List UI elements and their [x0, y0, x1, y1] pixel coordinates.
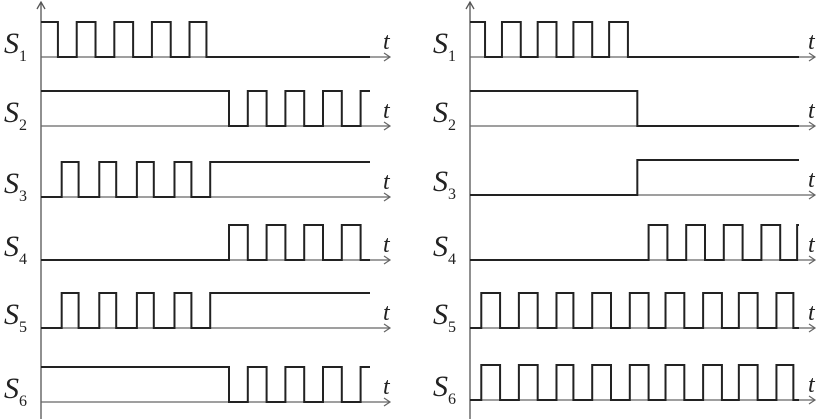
signal-subscript: 3	[448, 186, 456, 203]
signal-S4: S4 t	[4, 224, 392, 268]
signal-label: S1	[4, 27, 27, 65]
time-label: t	[383, 29, 391, 55]
waveform	[41, 224, 370, 261]
signal-subscript: 2	[448, 117, 456, 134]
axis-arrow-right-icon	[383, 121, 392, 131]
signal-S3: S3 t	[4, 161, 392, 205]
time-label: t	[383, 169, 391, 195]
signal-subscript: 5	[448, 319, 456, 336]
waveform	[470, 292, 799, 329]
signal-S2: S2 t	[4, 90, 392, 134]
signal-S5: S5 t	[433, 292, 817, 336]
time-label: t	[383, 374, 391, 400]
signal-subscript: 6	[448, 391, 456, 408]
waveform	[41, 90, 370, 127]
waveform	[41, 21, 370, 58]
time-label: t	[808, 300, 816, 326]
axis-arrow-right-icon	[383, 255, 392, 265]
signal-label: S1	[433, 27, 456, 65]
time-label: t	[808, 98, 816, 124]
time-label: t	[808, 167, 816, 193]
signal-label: S5	[433, 298, 456, 336]
waveform	[41, 366, 370, 403]
signal-S4: S4 t	[433, 224, 817, 268]
waveform	[470, 159, 799, 196]
time-label: t	[808, 372, 816, 398]
signal-subscript: 6	[19, 393, 27, 410]
time-label: t	[808, 29, 816, 55]
time-label: t	[808, 232, 816, 258]
signal-label: S6	[433, 370, 456, 408]
waveform	[470, 21, 799, 58]
axis-arrow-right-icon	[808, 190, 817, 200]
signal-S1: S1 t	[4, 21, 392, 65]
axis-arrow-right-icon	[383, 323, 392, 333]
signal-label: S5	[4, 298, 27, 336]
signal-subscript: 1	[448, 48, 456, 65]
waveform	[470, 364, 799, 401]
signal-label: S4	[433, 230, 456, 268]
axis-arrow-right-icon	[383, 397, 392, 407]
signal-label: S2	[4, 96, 27, 134]
signal-subscript: 2	[19, 117, 27, 134]
signal-label: S2	[433, 96, 456, 134]
axis-arrow-right-icon	[383, 52, 392, 62]
time-label: t	[383, 98, 391, 124]
waveform	[41, 292, 370, 329]
signal-subscript: 3	[19, 188, 27, 205]
axis-arrow-right-icon	[808, 323, 817, 333]
signal-label: S6	[4, 372, 27, 410]
signal-subscript: 4	[19, 251, 27, 268]
waveform	[470, 90, 799, 127]
signal-label: S4	[4, 230, 27, 268]
signal-S3: S3 t	[433, 159, 817, 203]
axis-arrow-right-icon	[808, 255, 817, 265]
axis-arrow-right-icon	[808, 395, 817, 405]
axis-arrow-right-icon	[808, 121, 817, 131]
signal-label: S3	[433, 165, 456, 203]
time-label: t	[383, 232, 391, 258]
axis-arrow-up-icon	[465, 0, 475, 10]
signal-subscript: 1	[19, 48, 27, 65]
axis-arrow-right-icon	[383, 192, 392, 202]
waveform	[41, 161, 370, 198]
signal-subscript: 5	[19, 319, 27, 336]
waveform	[470, 224, 799, 261]
signal-S5: S5 t	[4, 292, 392, 336]
signal-S6: S6 t	[433, 364, 817, 408]
axis-arrow-right-icon	[808, 52, 817, 62]
signal-subscript: 4	[448, 251, 456, 268]
signal-S2: S2 t	[433, 90, 817, 134]
time-label: t	[383, 300, 391, 326]
signal-S1: S1 t	[433, 21, 817, 65]
axis-arrow-up-icon	[36, 0, 46, 10]
signal-label: S3	[4, 167, 27, 205]
signal-S6: S6 t	[4, 366, 392, 410]
